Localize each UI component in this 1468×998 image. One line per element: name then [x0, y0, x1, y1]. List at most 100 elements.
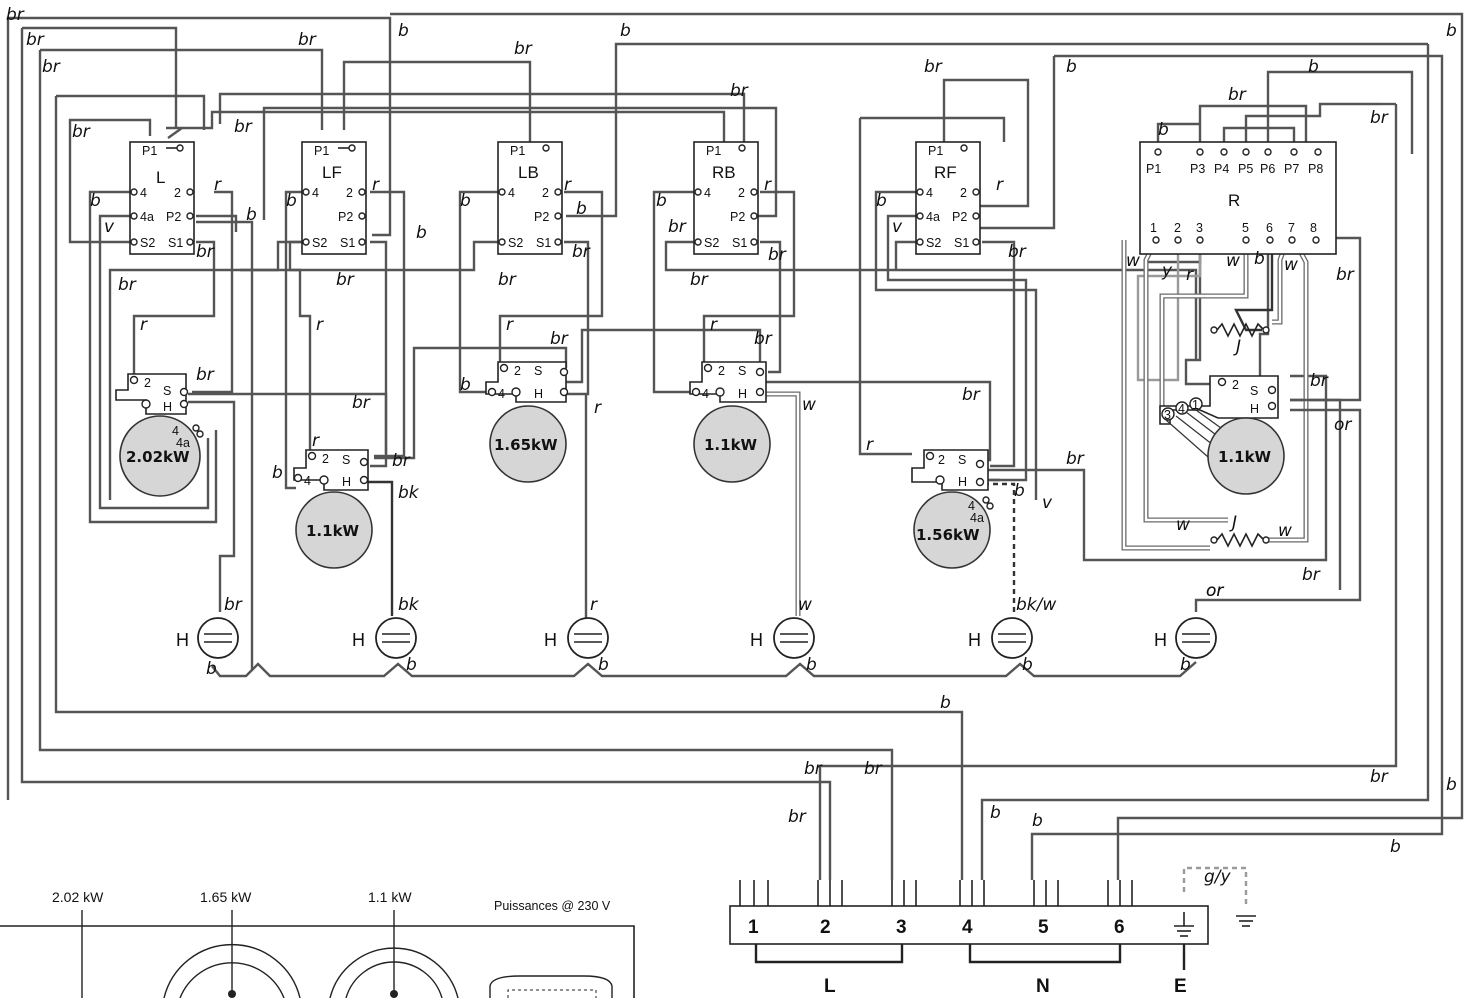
switch-L: P1 L 4 4a S2 2 P2 S1 [129, 141, 195, 255]
relay-pin: 2 [1174, 221, 1181, 235]
switch-pin: S1 [168, 236, 183, 250]
switch-pin: 2 [346, 186, 353, 200]
wire-color-label: or [1206, 581, 1224, 601]
panel-power-label: 2.02 kW [52, 889, 104, 905]
thermostat-pin: S [163, 384, 171, 398]
thermostat-pin: H [1250, 402, 1259, 416]
wire-color-label: r [312, 431, 320, 451]
wire-color-label: w [1126, 251, 1140, 271]
thermostat-pin: 2 [144, 376, 151, 390]
switch-pin: S2 [926, 236, 941, 250]
switch-pin: P2 [730, 210, 745, 224]
wire-color-label: r [214, 175, 222, 195]
wire-color-label: b [286, 191, 297, 211]
lamp-wire-label: b [406, 655, 417, 675]
wire-color-label: b [1032, 811, 1043, 831]
thermostat-pin: S [1250, 384, 1258, 398]
relay-pin: P8 [1308, 162, 1323, 176]
switch-pin: P1 [510, 144, 525, 158]
wire-color-label: b [1446, 21, 1457, 41]
switch-pin: P2 [534, 210, 549, 224]
lamp-1: H br b [176, 595, 243, 679]
switch-pin: P1 [142, 144, 157, 158]
wire-color-label: w [1176, 515, 1190, 535]
switch-RB: P1 RB 4 S2 2 P2 S1 [693, 141, 759, 255]
wire-color-label: r [140, 315, 148, 335]
wire-color-label: w [1284, 255, 1298, 275]
thermostat-pin: S [342, 453, 350, 467]
wire-color-label: br [6, 5, 25, 25]
thermostat-pin: 4 [968, 499, 975, 513]
wire-color-label: br [690, 270, 709, 290]
heater-resistor-lower: J [1210, 513, 1270, 548]
switch-pin: S2 [312, 236, 327, 250]
panel-note: Puissances @ 230 V [494, 899, 611, 913]
wire-color-label: w [802, 395, 816, 415]
switch-RF: P1 RF 4 4a S2 2 P2 S1 [915, 141, 981, 255]
wire-color-label: b [398, 21, 409, 41]
wire-color-label: w [1226, 251, 1240, 271]
lamp-label: H [750, 630, 763, 650]
thermostat-pin: 2 [718, 364, 725, 378]
relay-pin: 3 [1196, 221, 1203, 235]
wire-color-label: br [1228, 85, 1247, 105]
switch-pin: S2 [140, 236, 155, 250]
wire-color-label: br [352, 393, 371, 413]
lamp-wire-label: b [598, 655, 609, 675]
wire-color-label: r [564, 175, 572, 195]
switch-pin: S1 [340, 236, 355, 250]
thermostat-LB: 2 S 4 H 1.65kW [485, 361, 569, 483]
wire-color-label: br [804, 759, 823, 779]
switch-pin: 2 [542, 186, 549, 200]
thermostat-pin: 2 [322, 452, 329, 466]
lamp-label: H [968, 630, 981, 650]
wire-color-label: r [866, 435, 874, 455]
wire-color-label: b [1446, 775, 1457, 795]
relay-name: R [1228, 191, 1240, 210]
wire-color-label: br [754, 329, 773, 349]
wire-color-label: b [460, 375, 471, 395]
wire-color-label: br [864, 759, 883, 779]
plate-power-label: 1.1kW [704, 436, 758, 454]
thermostat-pin: H [163, 400, 172, 414]
wire-color-label: br [1370, 108, 1389, 128]
switch-name: RF [934, 163, 957, 182]
earth-wire-label: g/y [1204, 867, 1232, 887]
switch-pin: P2 [952, 210, 967, 224]
heater-label: J [1233, 337, 1241, 357]
switch-pin: S1 [954, 236, 969, 250]
thermostat-pin: 3 [1164, 408, 1171, 422]
wire-color-label: br [392, 451, 411, 471]
switch-pin: 4 [704, 186, 711, 200]
lamp-label: H [1154, 630, 1167, 650]
wire-color-label: b [576, 199, 587, 219]
lamp-wire-label: br [224, 595, 243, 615]
lamp-wire-label: b [1022, 655, 1033, 675]
thermostat-pin: 2 [1232, 378, 1239, 392]
thermostat-pin: 4a [970, 511, 984, 525]
relay-pin: P5 [1238, 162, 1253, 176]
wire-color-label: br [42, 57, 61, 77]
relay-pin: P6 [1260, 162, 1275, 176]
relay-pin: 6 [1266, 221, 1273, 235]
lamp-label: H [544, 630, 557, 650]
plate-power-label: 1.56kW [916, 526, 980, 544]
lamp-wire-label: r [590, 595, 598, 615]
wire-color-label: b [1014, 481, 1025, 501]
lamp-2: H bk b [352, 595, 420, 675]
thermostat-pin: S [738, 364, 746, 378]
switch-LB: P1 LB 4 S2 2 P2 S1 [497, 141, 563, 255]
switch-name: LB [518, 163, 539, 182]
wire-color-label: v [104, 217, 115, 237]
group-label: E [1174, 976, 1187, 997]
wire-color-label: b [1254, 249, 1265, 269]
terminal-block: 1 2 3 4 5 6 g/y L N E [729, 867, 1256, 997]
switch-pin: 2 [174, 186, 181, 200]
wire-color-label: b [940, 693, 951, 713]
switch-name: L [156, 168, 165, 187]
wire-color-label: v [892, 217, 903, 237]
terminal-number: 3 [896, 917, 907, 938]
wire-color-label: b [620, 21, 631, 41]
thermostat-RB: 2 S 4 H 1.1kW [689, 361, 771, 483]
